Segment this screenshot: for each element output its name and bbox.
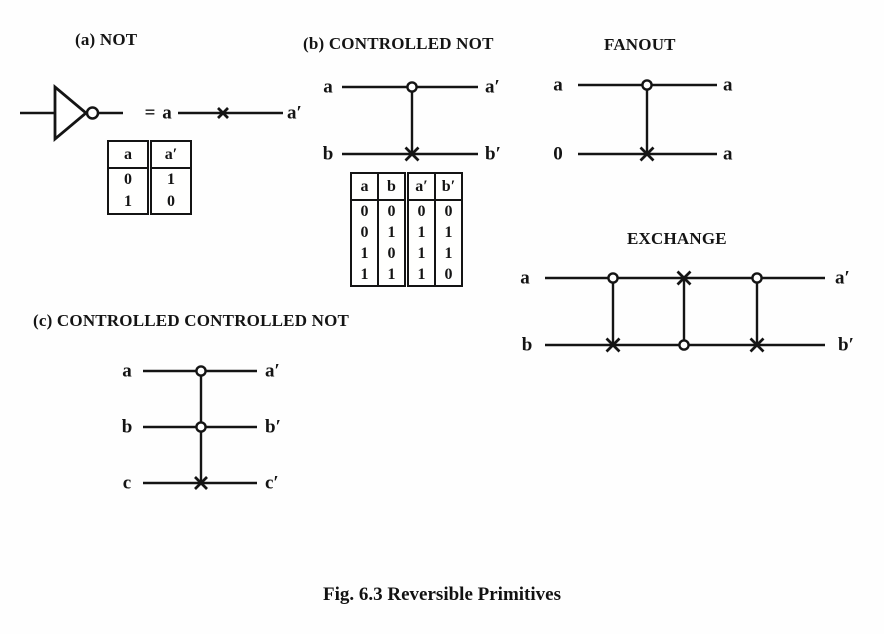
not-wire-right-label: a′ xyxy=(287,103,302,124)
table-header: a xyxy=(351,173,378,201)
control-dot-icon xyxy=(607,272,619,284)
control-dot-icon xyxy=(195,421,207,433)
ccnot-wire-c-left-label: c xyxy=(123,473,131,494)
table-row: 0 0 0 0 xyxy=(351,200,462,222)
table-cell: 0 xyxy=(124,171,132,188)
table-cell: 0 xyxy=(360,224,369,241)
fanout-wire-b-right-label: a xyxy=(723,144,733,165)
table-header: b′ xyxy=(434,173,462,201)
not-gate-diagram: = a a′ xyxy=(20,83,302,143)
exchange-wire-b-right-label: b′ xyxy=(838,335,854,356)
not-truth-table: a a′ 0 1 1 0 xyxy=(107,140,192,215)
table-row: 1 0 1 1 xyxy=(351,243,462,264)
target-cross-icon xyxy=(749,337,765,353)
figure-caption: Fig. 6.3 Reversible Primitives xyxy=(323,584,561,605)
table-cell: 1 xyxy=(124,193,132,210)
table-cell: 0 xyxy=(434,264,462,286)
control-dot-icon xyxy=(195,365,207,377)
equals-sign: = xyxy=(145,103,156,124)
ccnot-wire-a-left-label: a xyxy=(122,361,132,382)
exchange-diagram: a b a′ b′ xyxy=(520,268,854,356)
table-cell: 1 xyxy=(360,266,369,283)
cnot-wire-a-left-label: a xyxy=(323,77,333,98)
exchange-wire-a-right-label: a′ xyxy=(835,268,850,289)
table-cell: 0 xyxy=(360,203,369,220)
table-cell: 0 xyxy=(434,200,462,222)
not-cross-icon xyxy=(217,107,229,119)
table-cell: 0 xyxy=(377,243,407,264)
inverter-bubble-icon xyxy=(85,106,100,120)
cnot-wire-a-right-label: a′ xyxy=(485,77,500,98)
target-cross-icon xyxy=(605,337,621,353)
table-cell: 1 xyxy=(404,243,435,264)
target-cross-icon xyxy=(639,146,655,162)
table-row: 1 1 1 0 xyxy=(351,264,462,286)
table-header: a′ xyxy=(147,141,191,169)
cnot-truth-table: a b a′ b′ 0 0 0 0 0 1 1 1 1 0 1 xyxy=(350,172,463,287)
controlled-controlled-not-diagram: a a′ b b′ c c′ xyxy=(122,361,281,494)
inverter-triangle-icon xyxy=(53,83,89,143)
fanout-title: FANOUT xyxy=(604,35,676,54)
fanout-wire-b-left-label: 0 xyxy=(553,144,563,165)
table-cell: 1 xyxy=(360,245,369,262)
table-cell: 1 xyxy=(434,222,462,243)
table-cell: 1 xyxy=(147,168,191,191)
table-cell: 1 xyxy=(404,222,435,243)
ccnot-wire-b-left-label: b xyxy=(122,417,133,438)
exchange-wire-b-left-label: b xyxy=(522,335,533,356)
ccnot-wire-c-right-label: c′ xyxy=(265,473,279,494)
table-header: a xyxy=(108,141,150,169)
target-cross-icon xyxy=(404,146,420,162)
table-cell: 1 xyxy=(434,243,462,264)
cnot-wire-b-right-label: b′ xyxy=(485,144,501,165)
fanout-wire-a-right-label: a xyxy=(723,75,733,96)
table-cell: 1 xyxy=(404,264,435,286)
target-cross-icon xyxy=(676,270,692,286)
control-dot-icon xyxy=(751,272,763,284)
ccnot-wire-a-right-label: a′ xyxy=(265,361,280,382)
section-a-title: (a) NOT xyxy=(75,30,138,49)
exchange-title: EXCHANGE xyxy=(627,229,727,248)
table-cell: 1 xyxy=(377,264,407,286)
control-dot-icon xyxy=(406,81,418,93)
table-row: 1 0 xyxy=(108,191,191,214)
controlled-not-diagram: a a′ b b′ xyxy=(323,77,501,165)
table-cell: 0 xyxy=(147,191,191,214)
table-row: 0 1 xyxy=(108,168,191,191)
exchange-wire-a-left-label: a xyxy=(520,268,530,289)
fanout-wire-a-left-label: a xyxy=(553,75,563,96)
fanout-diagram: a a 0 a xyxy=(553,75,733,165)
section-b-title: (b) CONTROLLED NOT xyxy=(303,34,494,53)
table-header: a′ xyxy=(404,173,435,201)
table-header: b xyxy=(377,173,407,201)
control-dot-icon xyxy=(641,79,653,91)
table-cell: 0 xyxy=(404,200,435,222)
not-wire-left-label: a xyxy=(162,103,172,124)
table-row: 0 1 1 1 xyxy=(351,222,462,243)
table-cell: 0 xyxy=(377,200,407,222)
section-c-title: (c) CONTROLLED CONTROLLED NOT xyxy=(33,311,350,330)
table-cell: 1 xyxy=(377,222,407,243)
target-cross-icon xyxy=(194,476,208,490)
cnot-wire-b-left-label: b xyxy=(323,144,334,165)
ccnot-wire-b-right-label: b′ xyxy=(265,417,281,438)
control-dot-icon xyxy=(678,339,690,351)
